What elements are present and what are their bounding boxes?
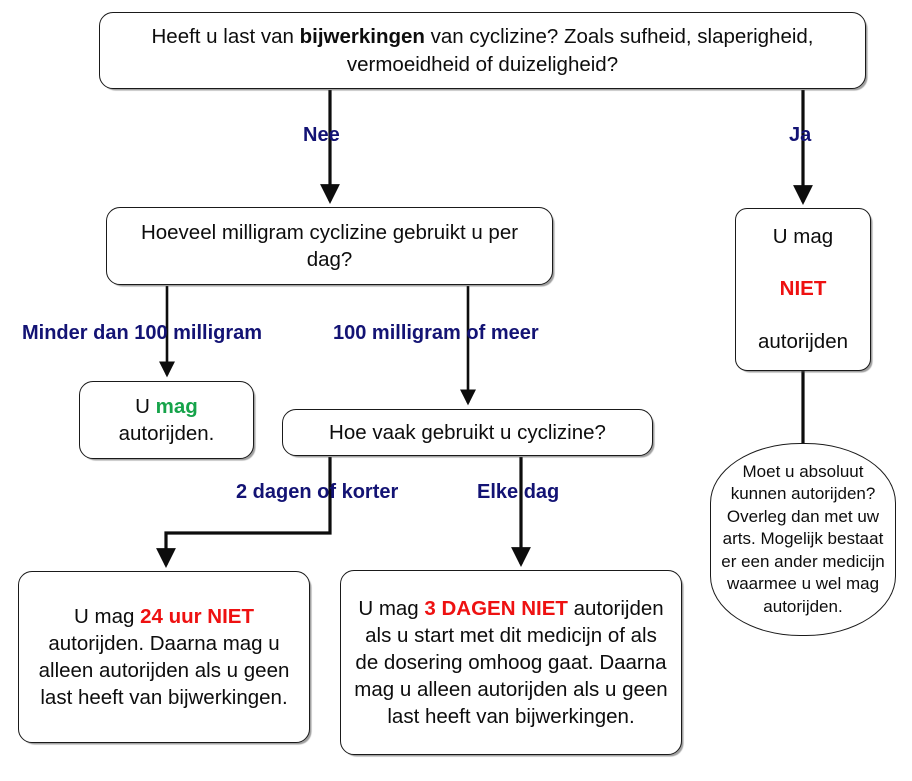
text-post: autorijden. xyxy=(118,422,215,445)
text-pre: U mag xyxy=(358,596,425,620)
node-question-side-effects[interactable]: Heeft u last van bijwerkingen van cycliz… xyxy=(99,12,866,89)
text-post: autorijden als u start met dit medicijn … xyxy=(354,596,668,729)
edge-label-minder-dan-100-milligram: Minder dan 100 milligram xyxy=(22,322,263,344)
node-result-24-hours[interactable]: U mag 24 uur NIET autorijden. Daarna mag… xyxy=(18,571,310,743)
node-advice-consult-doctor-text: Moet u absoluut kunnen autorijden? Overl… xyxy=(721,461,885,616)
line-u-mag: U mag xyxy=(772,225,834,249)
node-result-may-drive[interactable]: U mag autorijden. xyxy=(79,381,254,459)
text-post: autorijden. Daarna mag u alleen autorijd… xyxy=(38,631,290,710)
node-result-not-drive-text: U mag NIET autorijden xyxy=(736,211,870,368)
node-result-not-drive[interactable]: U mag NIET autorijden xyxy=(735,208,871,371)
text-pre: U mag xyxy=(74,604,141,628)
node-result-24-hours-text: U mag 24 uur NIET autorijden. Daarna mag… xyxy=(19,603,309,711)
node-result-may-drive-text: U mag autorijden. xyxy=(80,393,253,447)
edge-label-2-dagen-of-korter: 2 dagen of korter xyxy=(236,481,399,503)
line-autorijden: autorijden xyxy=(757,329,849,353)
edge-2-dagen-of-korter xyxy=(156,457,332,568)
text-bold-bijwerkingen: bijwerkingen xyxy=(299,25,425,49)
node-question-dose[interactable]: Hoeveel milligram cyclizine gebruikt u p… xyxy=(106,207,553,285)
text-highlight-3-dagen-niet: 3 DAGEN NIET xyxy=(424,596,568,620)
text-post: van cyclizine? Zoals sufheid, slaperighe… xyxy=(346,25,814,76)
text-pre: U xyxy=(135,394,156,418)
node-result-3-days[interactable]: U mag 3 DAGEN NIET autorijden als u star… xyxy=(340,570,682,755)
node-advice-consult-doctor[interactable]: Moet u absoluut kunnen autorijden? Overl… xyxy=(710,443,896,636)
node-question-dose-text: Hoeveel milligram cyclizine gebruikt u p… xyxy=(140,220,519,271)
edge-label-elke-dag: Elke dag xyxy=(477,481,560,503)
node-result-3-days-text: U mag 3 DAGEN NIET autorijden als u star… xyxy=(341,595,681,730)
edge-label-ja: Ja xyxy=(789,124,812,146)
text-pre: Heeft u last van xyxy=(151,25,300,49)
node-question-side-effects-text: Heeft u last van bijwerkingen van cycliz… xyxy=(100,23,865,77)
node-question-frequency[interactable]: Hoe vaak gebruikt u cyclizine? xyxy=(282,409,653,456)
edge-label-nee: Nee xyxy=(303,124,340,146)
line-niet: NIET xyxy=(779,277,827,301)
node-question-frequency-text: Hoe vaak gebruikt u cyclizine? xyxy=(329,420,606,444)
text-highlight-mag: mag xyxy=(155,394,198,418)
text-highlight-24-uur-niet: 24 uur NIET xyxy=(140,604,254,628)
edge-label-100-milligram-of-meer: 100 milligram of meer xyxy=(333,322,539,344)
